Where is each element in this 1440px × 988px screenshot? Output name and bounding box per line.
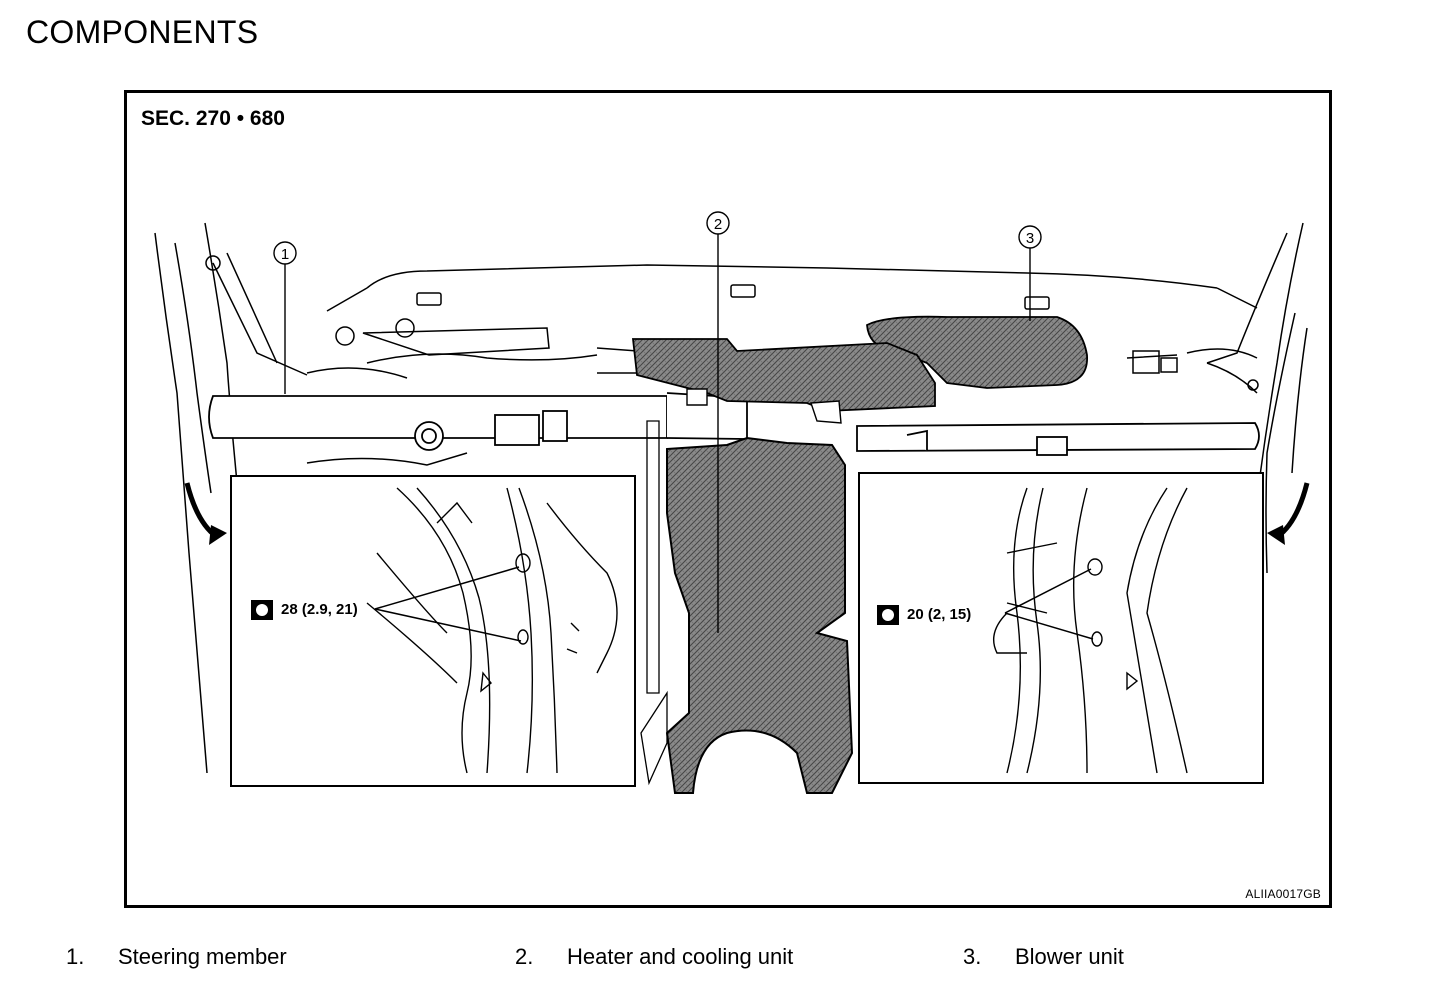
legend-number: 1. bbox=[66, 944, 85, 969]
callout-2 bbox=[706, 211, 730, 633]
legend-number: 2. bbox=[515, 944, 534, 969]
page-heading: COMPONENTS bbox=[26, 14, 259, 50]
callout-1 bbox=[273, 241, 297, 394]
figure-ref-code: ALIIA0017GB bbox=[1245, 887, 1321, 901]
torque-wrench-icon-right bbox=[877, 605, 899, 625]
right-detail-inset bbox=[858, 472, 1264, 784]
torque-label-left: 28 (2.9, 21) bbox=[281, 601, 358, 618]
callout-3-label: 3 bbox=[1026, 230, 1034, 247]
legend-item-3: 3. Blower unit bbox=[963, 944, 1124, 970]
section-label: SEC. 270 • 680 bbox=[141, 107, 285, 130]
legend-label: Blower unit bbox=[1015, 944, 1124, 969]
callout-3 bbox=[1018, 225, 1042, 321]
assembly-illustration: 1 2 3 bbox=[154, 211, 1310, 794]
torque-wrench-icon-left bbox=[251, 600, 273, 620]
figure-frame: SEC. 270 • 680 bbox=[124, 90, 1332, 908]
legend-item-1: 1. Steering member bbox=[66, 944, 287, 970]
legend-label: Steering member bbox=[118, 944, 287, 969]
torque-label-right: 20 (2, 15) bbox=[907, 606, 972, 623]
callout-1-label: 1 bbox=[281, 246, 289, 263]
left-detail-inset bbox=[230, 475, 636, 787]
side-pillars bbox=[154, 222, 1308, 774]
legend-label: Heater and cooling unit bbox=[567, 944, 794, 969]
steering-member bbox=[208, 392, 1260, 456]
legend-item-2: 2. Heater and cooling unit bbox=[515, 944, 793, 970]
callout-2-label: 2 bbox=[714, 216, 722, 233]
heater-cooling-unit bbox=[665, 436, 854, 794]
legend-number: 3. bbox=[963, 944, 982, 969]
